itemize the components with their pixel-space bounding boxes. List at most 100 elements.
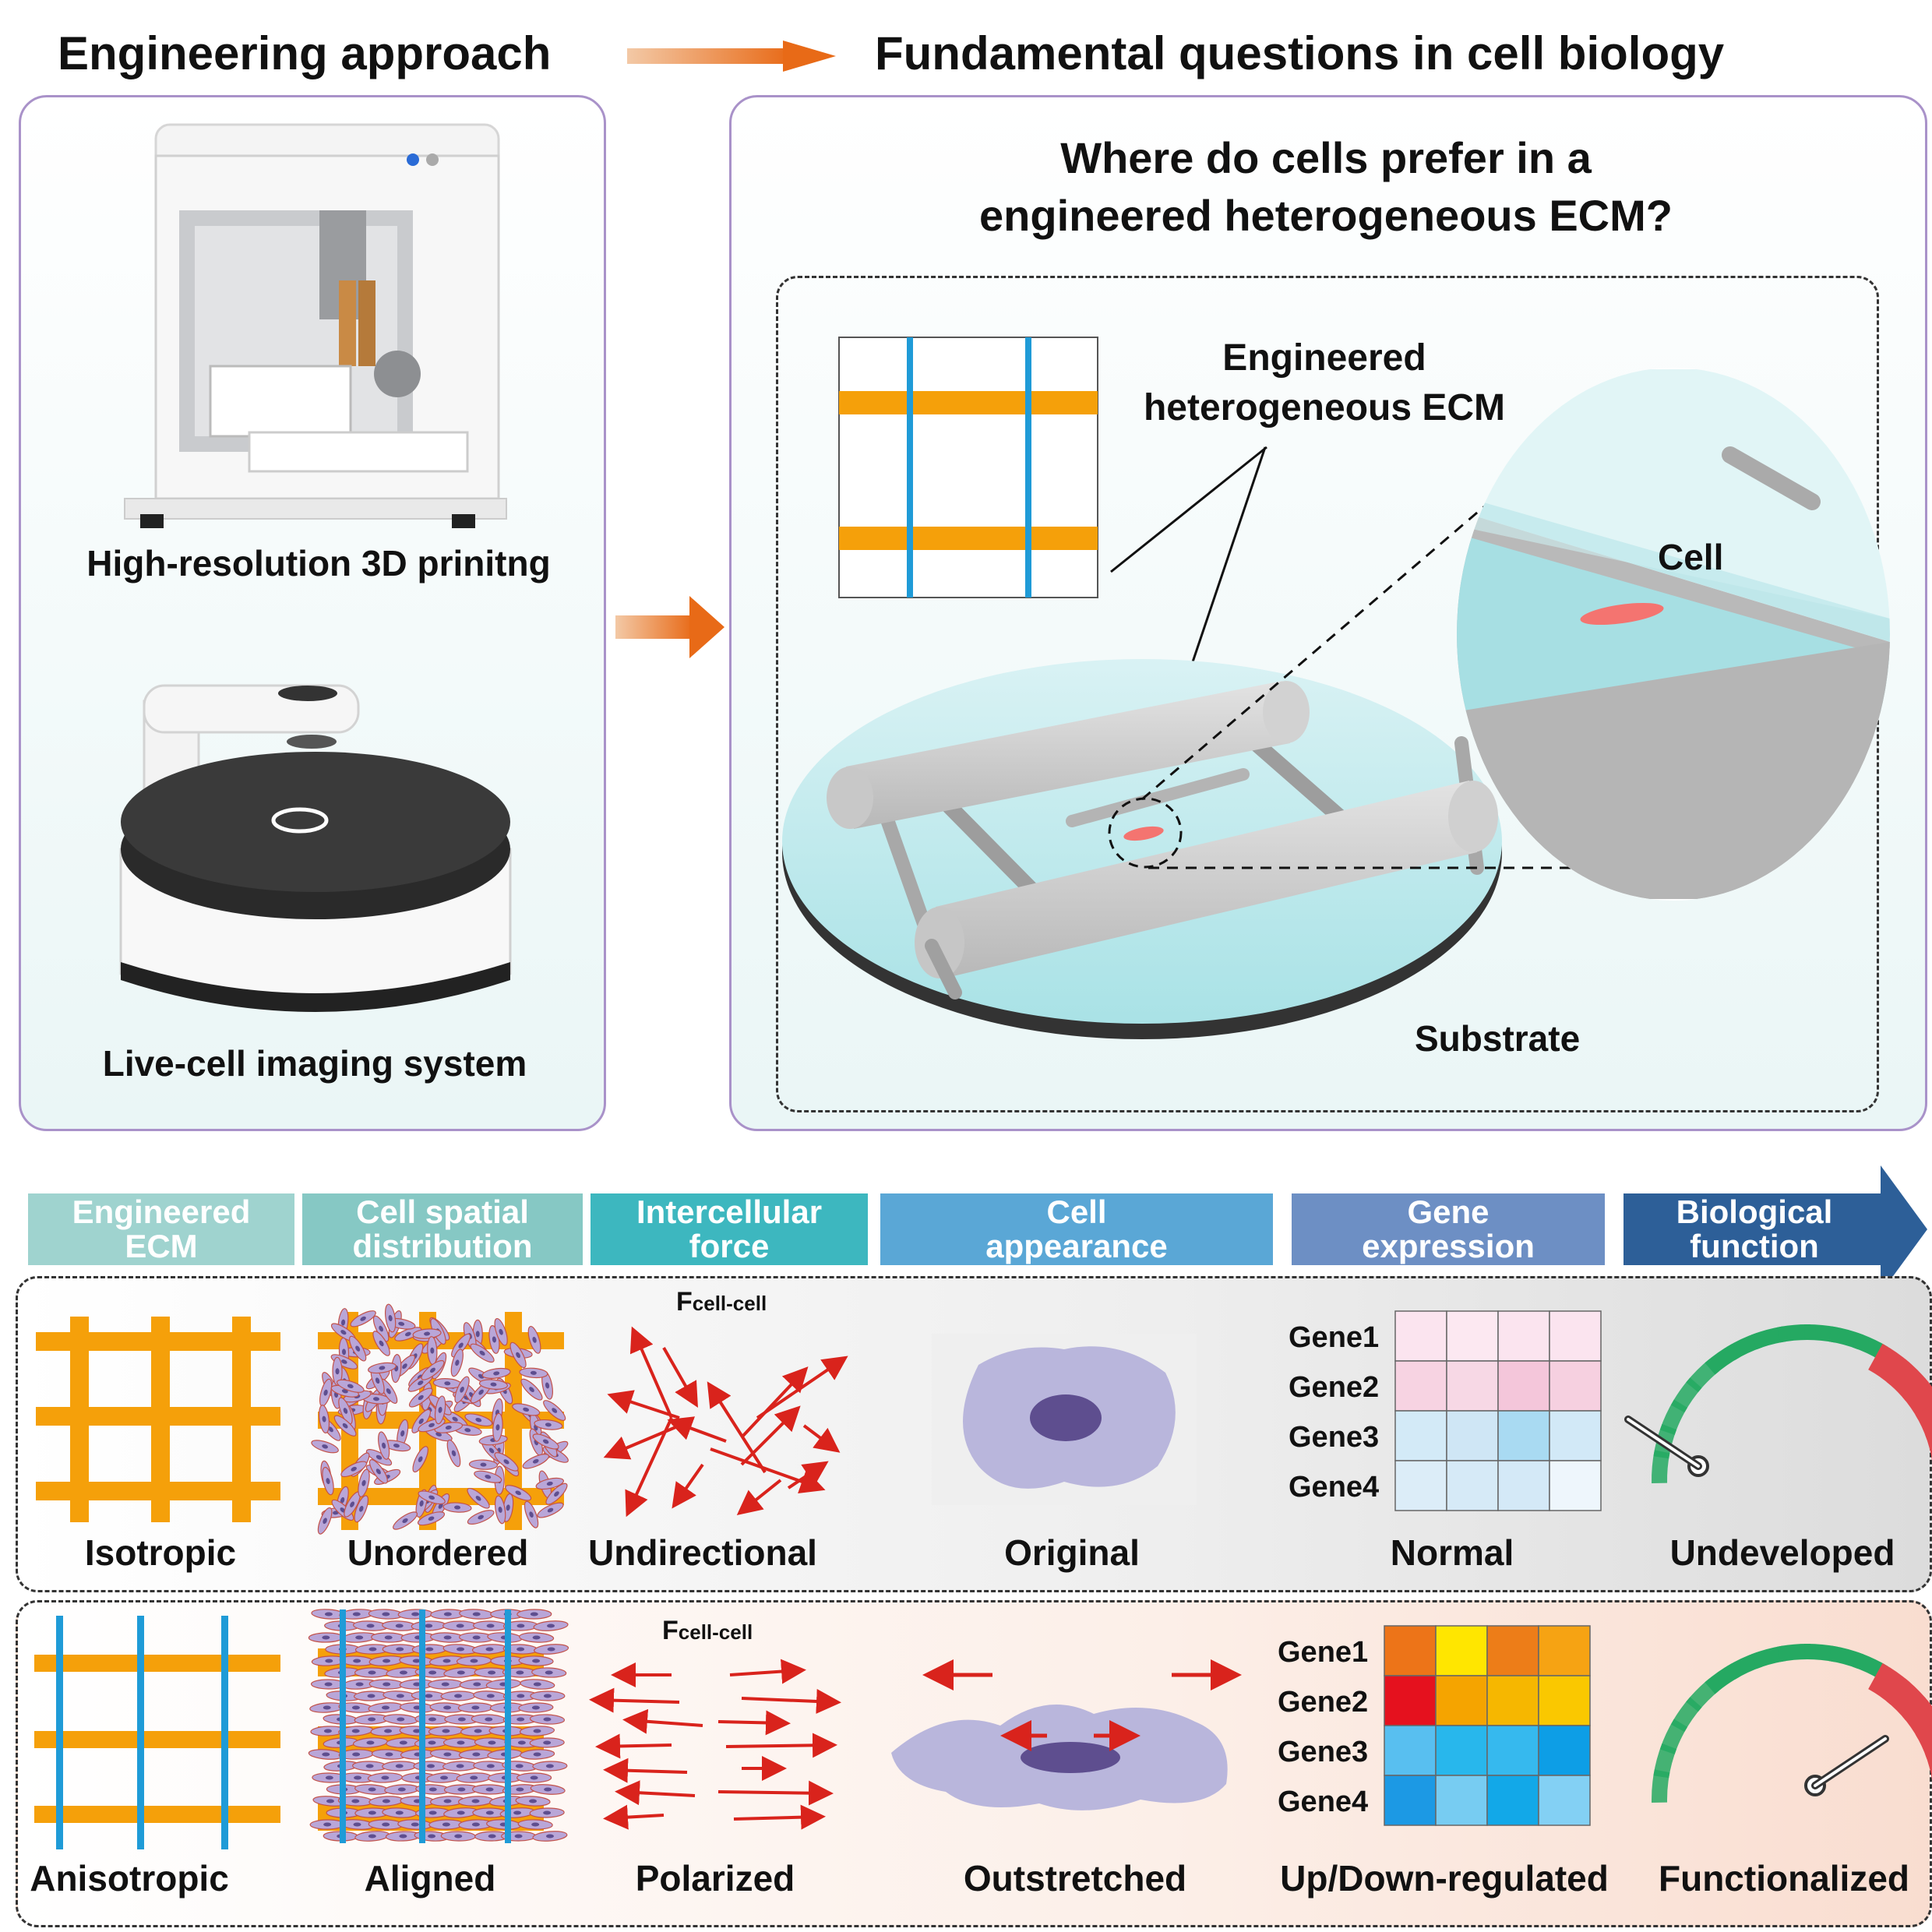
isotropic-grid [36, 1317, 280, 1522]
label-outstretched: Outstretched [963, 1858, 1187, 1899]
unordered-cells [311, 1303, 569, 1535]
cell-nucleus [368, 1787, 376, 1792]
cell-nucleus [443, 1705, 452, 1710]
cell-nucleus [347, 1384, 354, 1388]
cell-nucleus [375, 1454, 383, 1460]
cell-nucleus [325, 1775, 333, 1780]
cell-nucleus [516, 1694, 525, 1698]
cell-nucleus [454, 1505, 461, 1510]
cell-nucleus [430, 1347, 435, 1354]
cell-nucleus [384, 1729, 393, 1733]
heatmap-cell [1486, 1625, 1539, 1676]
heatmap-cell [1394, 1410, 1447, 1461]
cell-nucleus [438, 1503, 443, 1509]
cell-nucleus [486, 1694, 495, 1698]
cell-nucleus [352, 1612, 361, 1616]
heatmap-cell [1435, 1675, 1488, 1726]
cell-nucleus [395, 1764, 404, 1768]
cell-nucleus [402, 1363, 407, 1370]
heatmap-cell [1538, 1625, 1591, 1676]
heatmap-cell [1486, 1675, 1539, 1726]
3d-printer-illustration [124, 123, 507, 528]
cell-nucleus [425, 1624, 433, 1628]
cell-nucleus [325, 1659, 333, 1663]
cell-nucleus [418, 1418, 424, 1424]
cell-nucleus [323, 1822, 332, 1827]
heatmap-row2 [1384, 1625, 1591, 1826]
cell-nucleus [457, 1787, 466, 1792]
cell-nucleus [399, 1740, 407, 1745]
cell-nucleus [381, 1705, 390, 1710]
label-unordered: Unordered [347, 1532, 529, 1573]
cell-nucleus [326, 1478, 330, 1485]
cell-nucleus [545, 1382, 550, 1389]
heatmap-cell [1497, 1310, 1550, 1362]
cell-nucleus [543, 1694, 552, 1698]
imaging-system-illustration [119, 684, 512, 1012]
cell-nucleus [395, 1810, 404, 1815]
cell-nucleus [473, 1682, 481, 1687]
cell-nucleus [368, 1670, 376, 1675]
cell-nucleus [472, 1612, 481, 1616]
cell-nucleus [485, 1475, 492, 1479]
cell-nucleus [523, 1407, 530, 1412]
cell-nucleus [443, 1635, 452, 1640]
cell-nucleus [353, 1659, 361, 1663]
label-normal: Normal [1390, 1532, 1514, 1573]
left-title: Engineering approach [58, 27, 552, 79]
cell-nucleus [457, 1717, 466, 1722]
cell-nucleus [435, 1432, 442, 1437]
label-polarized: Polarized [635, 1858, 795, 1899]
cell-nucleus [322, 1416, 326, 1423]
cell-nucleus [554, 1491, 559, 1497]
cell-nucleus [418, 1380, 424, 1386]
cell-nucleus [545, 1670, 553, 1675]
cell-nucleus [399, 1834, 407, 1839]
cell-nucleus [350, 1501, 355, 1507]
heatmap-cell [1549, 1360, 1602, 1412]
gauge-segment [1868, 1662, 1910, 1705]
question-line1: Where do cells prefer in a [1060, 133, 1592, 182]
cell-nucleus [395, 1624, 404, 1628]
cell-nucleus [379, 1325, 383, 1332]
force-label-row1: Fcell-cell [676, 1287, 767, 1317]
undirectional-force-arrows [603, 1326, 848, 1518]
cell-nucleus [351, 1466, 357, 1472]
cell-nucleus [532, 1659, 541, 1663]
cell-nucleus [428, 1810, 437, 1815]
gauge-segment [1652, 1450, 1670, 1483]
cell-nucleus [543, 1717, 552, 1722]
heatmap-cell [1394, 1460, 1447, 1511]
cell-nucleus [404, 1331, 411, 1337]
cell-nucleus [455, 1359, 460, 1366]
cell-nucleus [323, 1705, 331, 1710]
cell-nucleus [425, 1694, 433, 1698]
cell-nucleus [442, 1729, 450, 1733]
cell-nucleus [382, 1612, 390, 1616]
gauge-segment [1902, 1377, 1932, 1419]
cell-nucleus [438, 1406, 442, 1413]
cell-nucleus [479, 1350, 485, 1356]
cell-nucleus [516, 1670, 524, 1675]
cell-nucleus [485, 1810, 494, 1815]
cell-nucleus [544, 1787, 552, 1792]
heatmap-cell [1394, 1360, 1447, 1412]
cell-nucleus [513, 1810, 522, 1815]
cell-nucleus [546, 1481, 553, 1486]
cell-nucleus [322, 1444, 328, 1449]
cell-nucleus [367, 1694, 375, 1698]
label-up-down-regulated: Up/Down-regulated [1280, 1858, 1609, 1899]
cell-nucleus [457, 1740, 465, 1745]
cell-nucleus [429, 1367, 435, 1373]
cell-nucleus [493, 1371, 500, 1376]
heatmap-cell [1497, 1410, 1550, 1461]
gauge-segment [1915, 1724, 1932, 1759]
cell-nucleus [499, 1328, 503, 1335]
gauge-segment [1750, 1645, 1786, 1669]
force-label-row2: Fcell-cell [662, 1616, 753, 1645]
cell-nucleus [516, 1352, 520, 1359]
cell-nucleus [427, 1764, 435, 1768]
cell-nucleus [328, 1426, 333, 1433]
